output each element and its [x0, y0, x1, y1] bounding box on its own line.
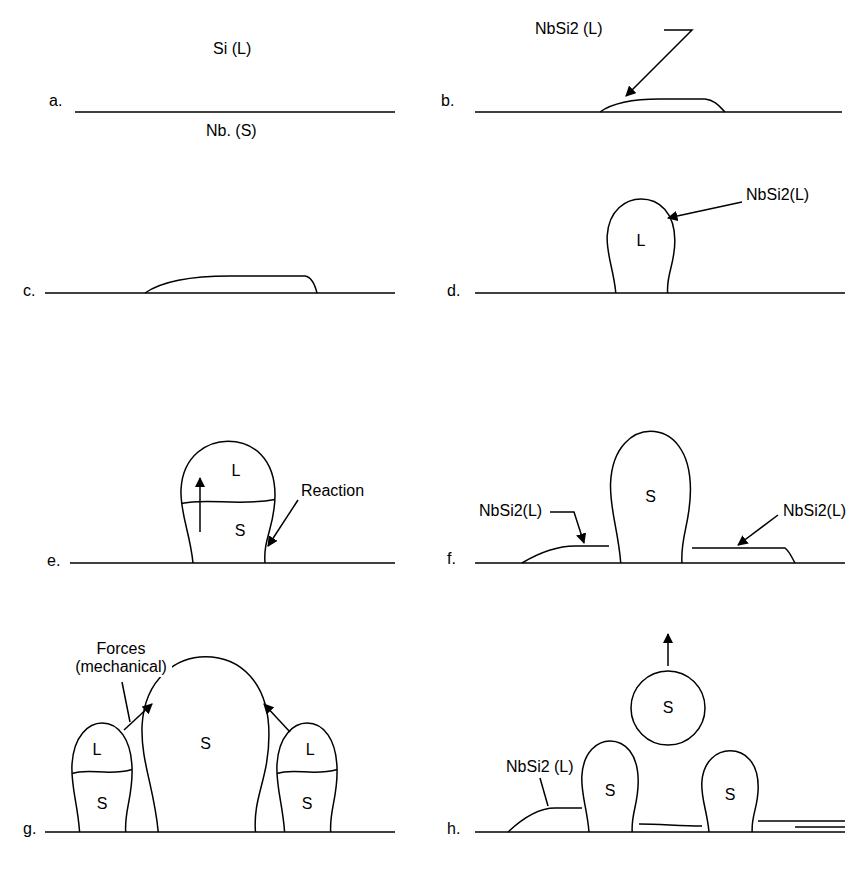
- figure-label: e.: [46, 552, 61, 570]
- phase-letter: S: [97, 795, 108, 813]
- interface-line: [475, 831, 845, 833]
- blob-outline: [142, 657, 269, 832]
- leader-line: [668, 202, 742, 218]
- silicide-film: [795, 826, 845, 828]
- growth-arrow: [199, 478, 201, 532]
- blob-outline: [72, 723, 132, 832]
- figure-label: b.: [440, 92, 455, 110]
- phase-outline: [70, 722, 134, 832]
- silicide-film: [758, 820, 845, 822]
- interface-line: [475, 292, 845, 294]
- phase-letter: L: [92, 741, 101, 759]
- figure-label: h.: [446, 820, 461, 838]
- interface-line: [475, 111, 842, 113]
- interface-line: [45, 831, 395, 833]
- phase-letter: S: [200, 735, 211, 753]
- blob-outline: [277, 723, 337, 832]
- leader-line: [550, 512, 584, 543]
- phase-letter: S: [725, 786, 736, 804]
- blob-outline: [702, 751, 758, 832]
- silicide-film: [145, 276, 317, 293]
- figure-label: Forces (mechanical): [70, 640, 172, 677]
- solid-liquid-interface: [181, 500, 275, 504]
- leader-line: [122, 682, 130, 722]
- phase-blob: S: [138, 655, 273, 832]
- leader-line: [626, 30, 692, 96]
- interface-line: [70, 562, 395, 564]
- solid-particle: S: [630, 670, 706, 746]
- particle-outline: [631, 671, 705, 745]
- phase-blob: L: [605, 198, 677, 293]
- interface-line: [45, 292, 395, 294]
- force-arrow: [124, 704, 152, 730]
- silicide-film: [692, 548, 795, 563]
- phase-letter: L: [306, 741, 315, 759]
- leader-line: [738, 515, 778, 545]
- figure-label: c.: [22, 282, 36, 300]
- figure-label: NbSi2(L): [782, 502, 847, 520]
- phase-letter: S: [645, 488, 656, 506]
- phase-letter: S: [663, 699, 674, 717]
- figure-label: NbSi2(L): [478, 502, 543, 520]
- silicide-film: [600, 99, 725, 112]
- phase-blob: S: [700, 750, 760, 832]
- interface-line: [475, 562, 845, 564]
- silicide-film: [522, 546, 609, 563]
- phase-letter: S: [302, 795, 313, 813]
- figure-label: a.: [48, 92, 63, 110]
- blob-outline: [610, 431, 690, 563]
- figure-label: g.: [22, 820, 37, 838]
- phase-letter: L: [232, 462, 241, 480]
- solid-liquid-interface: [72, 770, 132, 774]
- leader-line: [540, 778, 548, 806]
- figure-label: Nb. (S): [205, 122, 258, 140]
- phase-outline: [178, 440, 278, 563]
- figure-label: Si (L): [212, 40, 252, 58]
- silicide-film: [508, 808, 582, 832]
- phase-letter: S: [605, 782, 616, 800]
- blob-outline: [582, 741, 638, 832]
- phase-letter: L: [637, 232, 646, 250]
- detach-arrow: [667, 634, 669, 666]
- phase-blob: LS: [275, 722, 339, 832]
- phase-blob: S: [580, 740, 640, 832]
- phase-letter: S: [235, 522, 246, 540]
- figure-label: NbSi2 (L): [534, 20, 604, 38]
- phase-blob: LS: [70, 722, 134, 832]
- figure-label: Reaction: [300, 482, 365, 500]
- phase-blob: LS: [178, 440, 278, 563]
- interface-line: [75, 111, 395, 113]
- blob-outline: [181, 441, 275, 563]
- phase-outline: [275, 722, 339, 832]
- figure-label: NbSi2 (L): [505, 758, 575, 776]
- blob-outline: [607, 199, 675, 293]
- solid-liquid-interface: [277, 770, 337, 774]
- figure-label: NbSi2(L): [745, 186, 810, 204]
- figure-label: d.: [446, 282, 461, 300]
- silicide-film: [639, 824, 702, 826]
- phase-blob: S: [608, 430, 693, 563]
- leader-line: [268, 500, 298, 546]
- figure-label: f.: [446, 550, 457, 568]
